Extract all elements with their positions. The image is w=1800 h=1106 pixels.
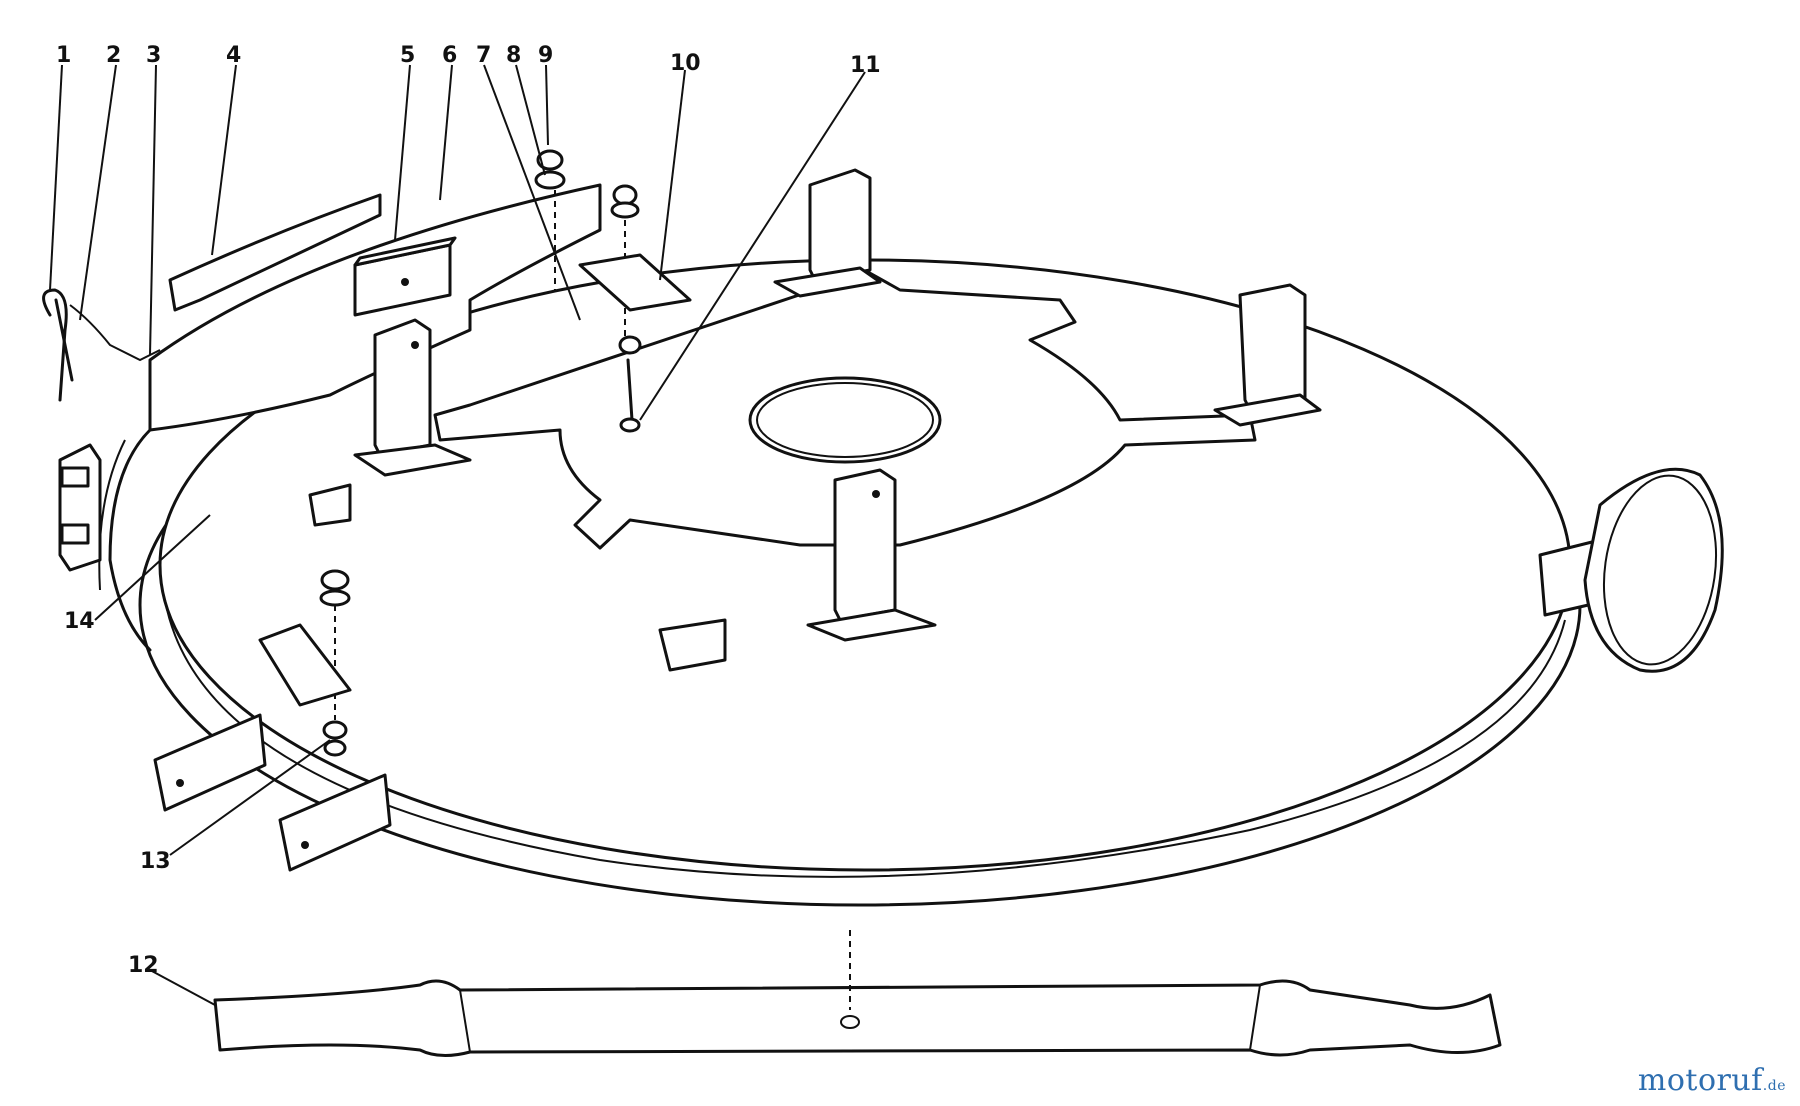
watermark-suffix: .de xyxy=(1762,1078,1786,1094)
clip-front xyxy=(658,618,727,672)
wheel xyxy=(1538,467,1724,673)
callout-3: 3 xyxy=(146,43,161,68)
callout-5: 5 xyxy=(400,43,415,68)
callout-14: 14 xyxy=(64,609,95,634)
mower-blade xyxy=(213,930,1502,1057)
callout-1: 1 xyxy=(56,43,71,68)
mount-bracket-left xyxy=(353,318,472,477)
motor-mount-plate xyxy=(433,260,1257,550)
callout-9: 9 xyxy=(538,43,553,68)
hinge-bracket xyxy=(58,443,102,572)
hardware-stack-center xyxy=(534,149,692,433)
callout-2: 2 xyxy=(106,43,121,68)
callout-labels: 1 2 3 4 5 6 7 8 9 10 11 12 13 14 xyxy=(56,43,881,978)
front-tab-left xyxy=(153,713,267,812)
mount-bracket-center xyxy=(806,468,937,642)
leader-lines xyxy=(49,64,866,1006)
hardware-stack-front xyxy=(258,569,352,757)
rubber-block xyxy=(353,236,457,317)
cotter-pin xyxy=(42,288,161,402)
callout-12: 12 xyxy=(128,953,159,978)
callout-10: 10 xyxy=(670,51,701,76)
mount-bracket-rear xyxy=(773,168,882,298)
watermark-logo: motoruf.de xyxy=(1638,1063,1786,1098)
callout-11: 11 xyxy=(850,53,881,78)
callout-6: 6 xyxy=(442,43,457,68)
clip-left xyxy=(308,483,352,527)
callout-4: 4 xyxy=(226,43,241,68)
callout-8: 8 xyxy=(506,43,521,68)
callout-13: 13 xyxy=(140,849,171,874)
callout-7: 7 xyxy=(476,43,491,68)
front-tab-right xyxy=(278,773,392,872)
mount-bracket-right xyxy=(1213,283,1322,427)
watermark-text: motoruf xyxy=(1637,1063,1763,1098)
